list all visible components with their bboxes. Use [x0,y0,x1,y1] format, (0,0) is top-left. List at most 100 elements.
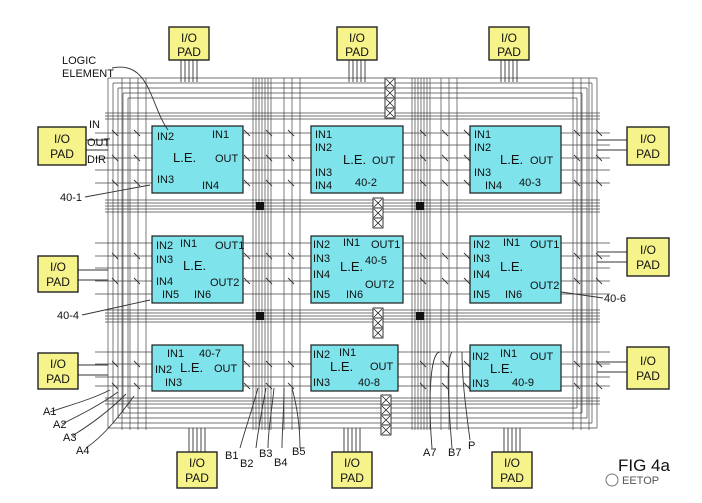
watermark: EETOP [605,473,659,487]
signal-a1: A1 [43,406,56,418]
le-pin-in4: IN4 [313,269,330,281]
le-pin-in5: IN5 [473,289,490,301]
connection-tick [463,277,471,285]
le-pin-in5: IN5 [162,289,179,301]
connection-tick [133,382,141,390]
io-pad-bottom-2: I/O PAD [331,451,373,489]
connection-tick [419,277,427,285]
connection-tick [441,154,449,162]
connection-tick [265,179,273,187]
io-pad-top-1: I/O PAD [168,26,210,61]
le-ref-label: 40-2 [355,177,377,189]
le-ref-label: 40-7 [199,348,221,360]
curved-route [239,387,259,449]
le-pin-out1: OUT1 [215,240,244,252]
switch-x [381,425,391,435]
svg-text:I/O: I/O [50,260,66,274]
connection-tick [419,154,427,162]
connection-tick [419,179,427,187]
svg-text:I/O: I/O [50,357,66,371]
le-pin-out2: OUT2 [530,280,559,292]
watermark-text: EETOP [622,475,659,487]
connection-tick [419,382,427,390]
le-body-label: L.E. [183,258,206,273]
le-pin-in1: IN1 [212,129,229,141]
connection-tick [419,360,427,368]
svg-text:PAD: PAD [185,471,209,485]
le-pin-out: OUT [372,155,396,167]
le-pin-in3: IN3 [165,377,182,389]
logic-element-40-5: IN2 IN1 OUT1 IN3 L.E. 40-5 IN4 OUT2 IN5 … [310,235,404,304]
io-pad-left-1: I/O PAD [37,126,87,166]
figure-label: FIG 4a [618,456,671,475]
signal-b7: B7 [448,447,461,459]
le-pin-in2: IN2 [473,239,490,251]
svg-text:PAD: PAD [50,147,74,161]
curved-route [267,387,275,449]
le-pin-in1: IN1 [503,237,520,249]
ref-label-40-6: 40-6 [604,293,626,305]
le-pin-in1: IN1 [500,348,517,360]
connection-tick [287,252,295,260]
callout-line-1: LOGIC [62,55,96,67]
connection-tick [463,154,471,162]
io-pad-right-3: I/O PAD [626,346,670,390]
connection-tick [463,179,471,187]
connection-tick [463,382,471,390]
connection-tick [441,179,449,187]
switch-x [373,308,383,318]
le-pin-in2: IN2 [313,239,330,251]
io-label-in: IN [89,119,100,131]
switch-x [373,208,383,218]
connection-tick [441,360,449,368]
le-pin-in3: IN3 [156,254,173,266]
le-pin-in6: IN6 [194,289,211,301]
io-pad-bottom-1: I/O PAD [176,451,218,489]
connection-tick [287,277,295,285]
curved-route [429,351,441,449]
signal-a7: A7 [423,447,436,459]
logic-element-40-9: IN2 IN1 OUT L.E. IN3 40-9 [469,344,562,392]
connection-tick [111,129,119,137]
connection-tick [133,154,141,162]
switch-node [256,312,264,320]
signal-b2: B2 [240,458,253,470]
le-ref-label: 40-8 [358,377,380,389]
switch-node [416,312,424,320]
le-pin-in1: IN1 [180,238,197,250]
ref-leader-40-1 [84,184,151,198]
bottom-signal-labels: B1 B2 B3 B4 B5 A7 B7 P [225,440,475,470]
io-pad-right-1: I/O PAD [626,126,670,166]
connection-tick [573,277,581,285]
switch-x [381,415,391,425]
connection-tick [243,382,251,390]
svg-text:I/O: I/O [640,243,656,257]
switch-x [385,98,395,108]
curved-route [61,391,119,425]
connection-tick [573,252,581,260]
connection-tick [265,360,273,368]
le-pin-in1: IN1 [339,347,356,359]
svg-text:I/O: I/O [504,456,520,470]
svg-text:PAD: PAD [340,471,364,485]
connection-tick [133,179,141,187]
le-body-label: L.E. [180,360,203,375]
le-pin-out2: OUT2 [365,279,394,291]
le-pin-out1: OUT1 [530,239,559,251]
connection-tick [111,252,119,260]
io-pad-top-2: I/O PAD [336,26,378,61]
connection-tick [595,360,603,368]
connection-tick [265,382,273,390]
switch-x [381,395,391,405]
io-label-dir: DIR [87,154,106,166]
ref-label-40-4: 40-4 [57,310,79,322]
connection-tick [419,129,427,137]
logic-element-40-7: IN1 40-7 IN2 L.E. OUT IN3 [151,344,244,392]
le-pin-in2: IN2 [474,142,491,154]
connection-tick [573,154,581,162]
le-pin-out: OUT [214,363,238,375]
io-pad-top-3: I/O PAD [488,26,530,61]
switch-x [385,78,395,88]
ref-label-40-1: 40-1 [60,192,82,204]
le-pin-in2: IN2 [155,364,172,376]
